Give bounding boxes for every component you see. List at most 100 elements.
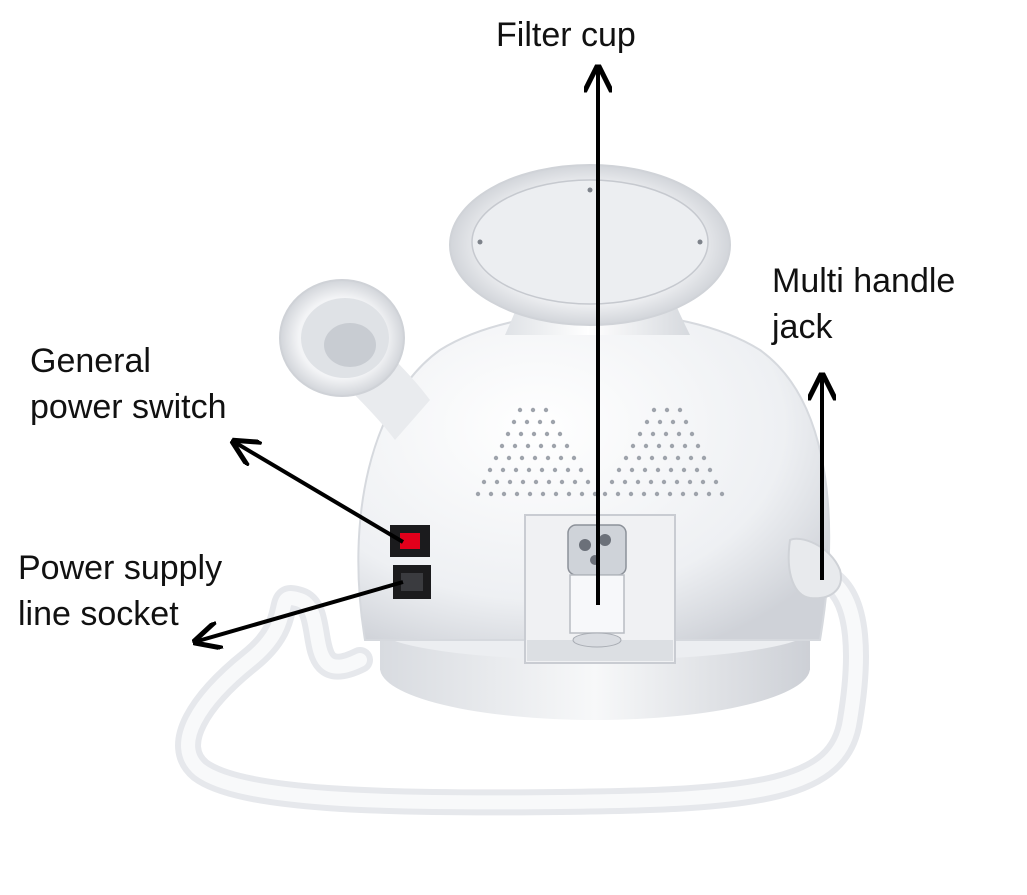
vent-hole xyxy=(553,468,557,472)
vent-hole xyxy=(617,468,621,472)
handle-jack xyxy=(789,539,841,599)
vent-hole xyxy=(682,468,686,472)
vent-hole xyxy=(525,420,529,424)
vent-hole xyxy=(546,456,550,460)
vent-hole xyxy=(629,492,633,496)
vent-hole xyxy=(689,456,693,460)
vent-hole xyxy=(551,420,555,424)
vent-hole xyxy=(533,456,537,460)
vent-hole xyxy=(572,456,576,460)
vent-hole xyxy=(694,492,698,496)
vent-hole xyxy=(559,456,563,460)
vent-hole xyxy=(695,468,699,472)
vent-hole xyxy=(566,468,570,472)
vent-hole xyxy=(677,432,681,436)
vent-hole xyxy=(476,492,480,496)
vent-hole xyxy=(534,480,538,484)
power-supply-line-socket-label-line-2: line socket xyxy=(18,591,222,637)
filter-cup-label: Filter cup xyxy=(496,12,636,58)
vent-hole xyxy=(512,420,516,424)
vent-hole xyxy=(495,480,499,484)
vent-hole xyxy=(714,480,718,484)
vent-hole xyxy=(690,432,694,436)
vent-hole xyxy=(701,480,705,484)
multi-handle-jack-label: Multi handle jack xyxy=(772,258,955,350)
vent-hole xyxy=(541,492,545,496)
vent-hole xyxy=(552,444,556,448)
vent-hole xyxy=(502,492,506,496)
vent-hole xyxy=(526,444,530,448)
vent-hole xyxy=(539,444,543,448)
vent-hole xyxy=(651,432,655,436)
vent-hole xyxy=(678,408,682,412)
vent-hole xyxy=(560,480,564,484)
power-supply-line-socket-label: Power supply line socket xyxy=(18,545,222,637)
vent-hole xyxy=(508,480,512,484)
vent-hole xyxy=(720,492,724,496)
vent-hole xyxy=(652,408,656,412)
vent-hole xyxy=(489,492,493,496)
vent-hole xyxy=(616,492,620,496)
vent-hole xyxy=(681,492,685,496)
multi-handle-jack-label-line-1: Multi handle xyxy=(772,258,955,304)
vent-hole xyxy=(658,420,662,424)
side-handle xyxy=(280,280,430,440)
vent-hole xyxy=(649,480,653,484)
vent-hole xyxy=(531,408,535,412)
vent-hole xyxy=(506,432,510,436)
general-power-switch-label: General power switch xyxy=(30,338,227,430)
vent-hole xyxy=(707,492,711,496)
vent-hole xyxy=(664,432,668,436)
vent-hole xyxy=(688,480,692,484)
vent-hole xyxy=(573,480,577,484)
vent-hole xyxy=(494,456,498,460)
vent-hole xyxy=(488,468,492,472)
vent-hole xyxy=(665,408,669,412)
vent-hole xyxy=(520,456,524,460)
vent-hole xyxy=(538,420,542,424)
vent-hole xyxy=(623,480,627,484)
vent-hole xyxy=(579,468,583,472)
vent-hole xyxy=(645,420,649,424)
vent-hole xyxy=(518,408,522,412)
vent-hole xyxy=(669,468,673,472)
vent-hole xyxy=(554,492,558,496)
vent-hole xyxy=(638,432,642,436)
vent-hole xyxy=(650,456,654,460)
vent-hole xyxy=(684,420,688,424)
vent-hole xyxy=(519,432,523,436)
vent-hole xyxy=(482,480,486,484)
vent-hole xyxy=(642,492,646,496)
vent-hole xyxy=(515,492,519,496)
multi-handle-jack-label-line-2: jack xyxy=(772,304,955,350)
vent-hole xyxy=(683,444,687,448)
vent-hole xyxy=(663,456,667,460)
power-supply-line-socket-label-line-1: Power supply xyxy=(18,545,222,591)
vent-hole xyxy=(630,468,634,472)
vent-hole xyxy=(603,492,607,496)
vent-hole xyxy=(644,444,648,448)
vent-hole xyxy=(532,432,536,436)
vent-hole xyxy=(637,456,641,460)
vent-hole xyxy=(565,444,569,448)
vent-hole xyxy=(656,468,660,472)
vent-hole xyxy=(528,492,532,496)
vent-hole xyxy=(545,432,549,436)
vent-hole xyxy=(547,480,551,484)
vent-hole xyxy=(676,456,680,460)
vent-hole xyxy=(507,456,511,460)
filter-cup-label-line: Filter cup xyxy=(496,12,636,58)
vent-hole xyxy=(702,456,706,460)
vent-hole xyxy=(624,456,628,460)
vent-hole xyxy=(668,492,672,496)
vent-hole xyxy=(514,468,518,472)
vent-hole xyxy=(657,444,661,448)
vent-hole xyxy=(540,468,544,472)
vent-hole xyxy=(567,492,571,496)
vent-hole xyxy=(527,468,531,472)
vent-hole xyxy=(501,468,505,472)
vent-hole xyxy=(675,480,679,484)
general-power-switch-label-line-1: General xyxy=(30,338,227,384)
power-switch xyxy=(390,525,430,557)
